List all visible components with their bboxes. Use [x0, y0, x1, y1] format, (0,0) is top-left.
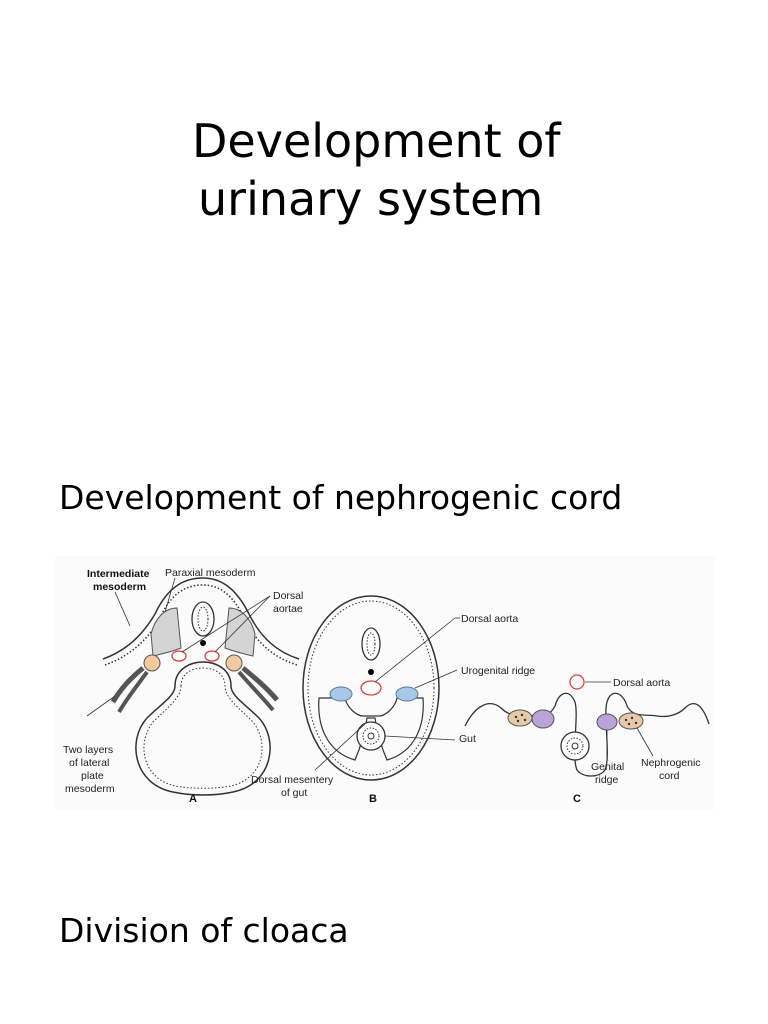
urogenital-ridge-right [395, 686, 419, 702]
label-dorsal-aortae-1: Dorsal [273, 590, 303, 602]
neural-tube [191, 601, 215, 637]
endoderm-cavity [135, 661, 271, 796]
label-lateral-plate-3: plate [81, 770, 104, 782]
neural-tube-b [361, 627, 381, 661]
label-intermediate-mesoderm-1: Intermediate [87, 568, 150, 580]
panel-b: Dorsal aorta Urogenital ridge Gut Dorsal… [251, 595, 535, 805]
nephrogenic-cord-figure: Intermediate mesoderm Paraxial mesoderm … [55, 556, 715, 810]
heading-nephrogenic-cord: Development of nephrogenic cord [59, 478, 623, 517]
lateral-plate-right [241, 666, 279, 702]
caption-c: C [573, 793, 581, 805]
label-dorsal-mesentery-1: Dorsal mesentery [251, 774, 334, 786]
paraxial-mesoderm-left [150, 607, 182, 657]
body-wall [302, 595, 440, 781]
label-urogenital-ridge: Urogenital ridge [461, 665, 535, 677]
label-gut: Gut [459, 733, 476, 745]
heading-division-of-cloaca: Division of cloaca [59, 911, 349, 950]
slide-title-line-1: Development of [192, 114, 561, 168]
coelomic-cavity [318, 697, 424, 761]
nephrogenic-cord-left [507, 709, 533, 727]
gut-c [560, 731, 590, 761]
label-nephrogenic-cord-1: Nephrogenic [641, 757, 701, 769]
gut [356, 721, 386, 751]
panel-a: Intermediate mesoderm Paraxial mesoderm … [63, 567, 303, 805]
lateral-plate-left [110, 666, 145, 704]
label-lateral-plate-4: mesoderm [65, 783, 115, 795]
notochord [200, 640, 206, 646]
ectoderm-outline [102, 577, 300, 660]
notochord-b [368, 669, 374, 675]
slide-title-line-2: urinary system [198, 172, 544, 226]
label-paraxial-mesoderm: Paraxial mesoderm [165, 567, 256, 579]
dorsal-aorta-left [171, 650, 187, 662]
label-genital-ridge-1: Genital [591, 761, 624, 773]
label-dorsal-aorta-b: Dorsal aorta [461, 613, 518, 625]
nephrogenic-cord-diagram: Intermediate mesoderm Paraxial mesoderm … [63, 567, 710, 805]
dorsal-aorta-right [204, 650, 220, 662]
genital-ridge-right [596, 713, 618, 731]
caption-a: A [189, 793, 197, 805]
intermediate-mesoderm-left [143, 654, 161, 672]
label-dorsal-aortae-2: aortae [273, 603, 303, 615]
intermediate-mesoderm-right [225, 654, 243, 672]
nephrogenic-cord-right [618, 712, 644, 730]
label-intermediate-mesoderm-2: mesoderm [93, 581, 146, 593]
label-lateral-plate-2: of lateral [69, 757, 109, 769]
label-dorsal-mesentery-2: of gut [281, 787, 307, 799]
label-nephrogenic-cord-2: cord [659, 770, 680, 782]
urogenital-ridge-left [329, 686, 353, 702]
label-lateral-plate-1: Two layers [63, 744, 113, 756]
dorsal-aorta-b [360, 680, 382, 696]
dorsal-aorta-c [569, 674, 585, 690]
slide-title: Development of urinary system [150, 112, 620, 228]
panel-c: Dorsal aorta Genital ridge Nephrogenic c… [464, 674, 710, 805]
caption-b: B [369, 793, 377, 805]
genital-ridge-left [531, 709, 555, 729]
label-genital-ridge-2: ridge [595, 774, 619, 786]
label-dorsal-aorta-c: Dorsal aorta [613, 677, 670, 689]
